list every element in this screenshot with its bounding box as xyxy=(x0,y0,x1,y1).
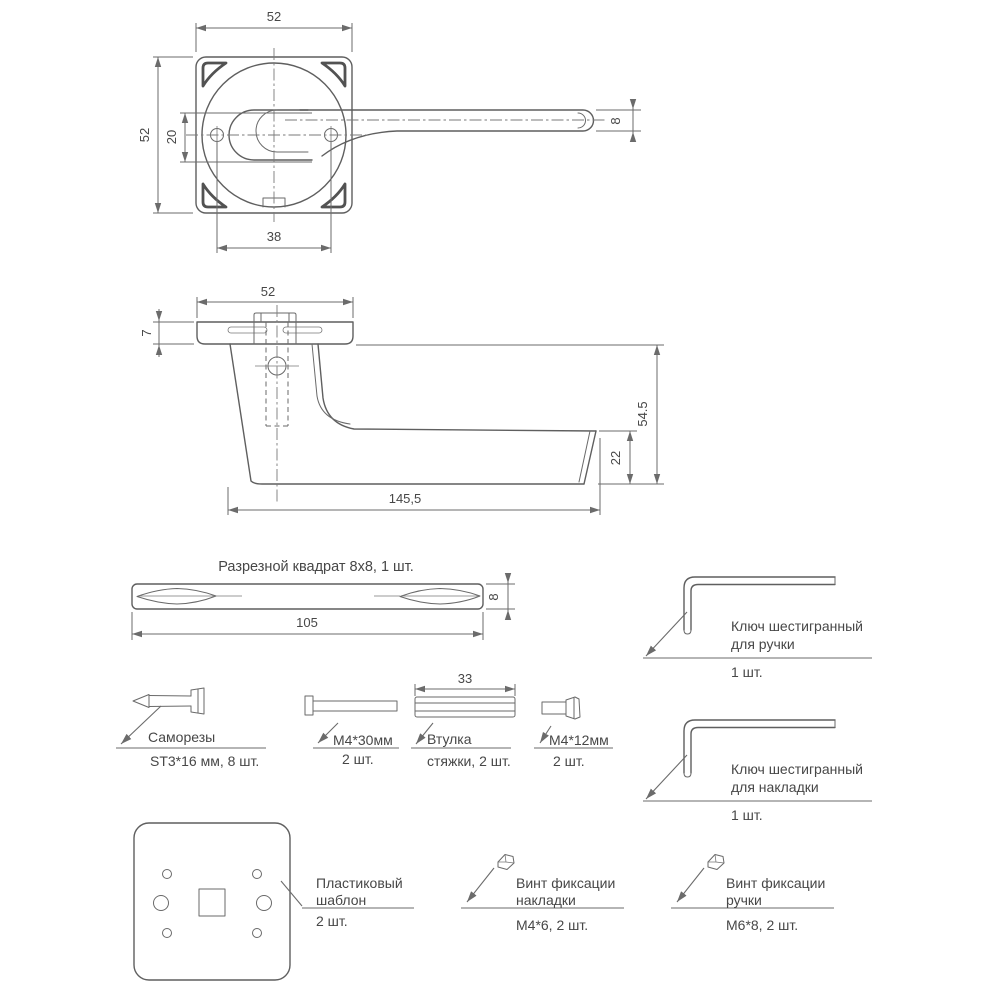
dim-plate-thickness: 7 xyxy=(139,329,154,336)
handle-screw-label-line2: ручки xyxy=(726,892,762,908)
dim-total-length: 145,5 xyxy=(389,491,422,506)
bolt-m4x30-qty: 2 шт. xyxy=(342,751,374,767)
handle-fixing-screw: Винт фиксации ручки М6*8, 2 шт. xyxy=(671,854,834,933)
plate-screw-label-line2: накладки xyxy=(516,892,576,908)
rosette-corner-cutout xyxy=(201,182,228,209)
plate-screw-label-line1: Винт фиксации xyxy=(516,875,615,891)
spindle-split-right xyxy=(399,588,481,605)
hex-key-inner xyxy=(690,726,836,774)
plate-screw-spec: М4*6, 2 шт. xyxy=(516,917,588,933)
rosette-corner-cutout xyxy=(320,182,347,209)
dim-side-width: 52 xyxy=(261,284,275,299)
dim-spindle-length: 105 xyxy=(296,615,318,630)
template-hole xyxy=(162,928,172,938)
template-label-line2: шаблон xyxy=(316,892,366,908)
rosette-corner-cutout xyxy=(201,61,228,88)
bolt-m4x12-label: М4*12мм xyxy=(549,732,609,748)
screws-label: Саморезы xyxy=(148,729,215,745)
hex-key-handle: Ключ шестигранный для ручки 1 шт. xyxy=(643,576,872,680)
spindle-boss xyxy=(253,312,297,323)
spindle-title: Разрезной квадрат 8х8, 1 шт. xyxy=(218,559,414,575)
template-square-hole xyxy=(198,888,226,917)
lever-outline xyxy=(299,109,595,157)
bolt-m4x12-qty: 2 шт. xyxy=(553,753,585,769)
template-outline xyxy=(133,822,291,981)
hex-key-plate: Ключ шестигранный для накладки 1 шт. xyxy=(643,719,872,823)
handle-side-top xyxy=(317,343,597,432)
handle-screw-spec: М6*8, 2 шт. xyxy=(726,917,798,933)
handle-screw-label-line1: Винт фиксации xyxy=(726,875,825,891)
split-square-spindle: Разрезной квадрат 8х8, 1 шт. 8 105 xyxy=(131,559,515,640)
screw-tip xyxy=(132,694,150,708)
spindle-bar xyxy=(131,583,484,610)
handle-neck-inner xyxy=(255,109,309,153)
bolt-head xyxy=(304,695,314,716)
rosette-corner-cutout xyxy=(320,61,347,88)
connecting-sleeve: 33 Втулка стяжки, 2 шт. xyxy=(411,671,516,769)
sleeve-label-line2: стяжки, 2 шт. xyxy=(427,753,511,769)
hex-key-outline xyxy=(683,719,836,774)
dim-lever-height: 22 xyxy=(608,451,623,465)
bolt-m4x12: М4*12мм 2 шт. xyxy=(534,696,613,769)
bolt-shaft xyxy=(541,701,567,715)
dim-top-height: 52 xyxy=(137,128,152,142)
lever-end-slant-inner xyxy=(578,430,591,483)
handle-top-view: 52 52 20 38 8 xyxy=(137,9,641,253)
self-tapping-screws: Саморезы ST3*16 мм, 8 шт. xyxy=(116,687,266,769)
template-hole xyxy=(252,869,262,879)
template-hole xyxy=(153,895,169,911)
hex-key-plate-qty: 1 шт. xyxy=(731,807,763,823)
hex-key-inner xyxy=(690,583,836,631)
handle-side-top-inner xyxy=(311,343,351,425)
bolt-shaft xyxy=(312,700,398,712)
hex-key-plate-label-line2: для накладки xyxy=(731,779,819,795)
template-qty: 2 шт. xyxy=(316,913,348,929)
bolt-m4x30: М4*30мм 2 шт. xyxy=(304,695,399,767)
hex-key-plate-label-line1: Ключ шестигранный xyxy=(731,761,863,777)
screws-spec: ST3*16 мм, 8 шт. xyxy=(150,753,259,769)
hex-key-handle-label-line2: для ручки xyxy=(731,636,795,652)
template-hole xyxy=(162,869,172,879)
lever-end-slant xyxy=(583,430,597,485)
dim-sleeve-length: 33 xyxy=(458,671,472,686)
handle-side-view: 52 7 54.5 22 145,5 xyxy=(139,284,664,515)
dim-top-inner: 20 xyxy=(164,130,179,144)
template-label-line1: Пластиковый xyxy=(316,875,403,891)
sleeve-body xyxy=(414,696,516,718)
bolt-m4x30-label: М4*30мм xyxy=(333,732,393,748)
hex-key-handle-label-line1: Ключ шестигранный xyxy=(731,618,863,634)
dim-top-holes: 38 xyxy=(267,229,281,244)
screw-head xyxy=(190,687,205,715)
hex-key-outline xyxy=(683,576,836,631)
plate-fixing-screw: Винт фиксации накладки М4*6, 2 шт. xyxy=(461,854,624,933)
dim-lever-width: 8 xyxy=(608,117,623,124)
dim-total-height: 54.5 xyxy=(635,401,650,426)
plastic-template: Пластиковый шаблон 2 шт. xyxy=(133,822,414,981)
dim-spindle-size: 8 xyxy=(486,593,501,600)
rosette-plate-side xyxy=(196,321,354,345)
template-hole xyxy=(256,895,272,911)
sleeve-label-line1: Втулка xyxy=(427,731,472,747)
template-hole xyxy=(252,928,262,938)
dim-top-width: 52 xyxy=(267,9,281,24)
lever-tip-inner xyxy=(577,112,586,129)
bolt-head xyxy=(565,696,581,720)
handle-side-bottom xyxy=(229,343,585,485)
hex-key-handle-qty: 1 шт. xyxy=(731,664,763,680)
